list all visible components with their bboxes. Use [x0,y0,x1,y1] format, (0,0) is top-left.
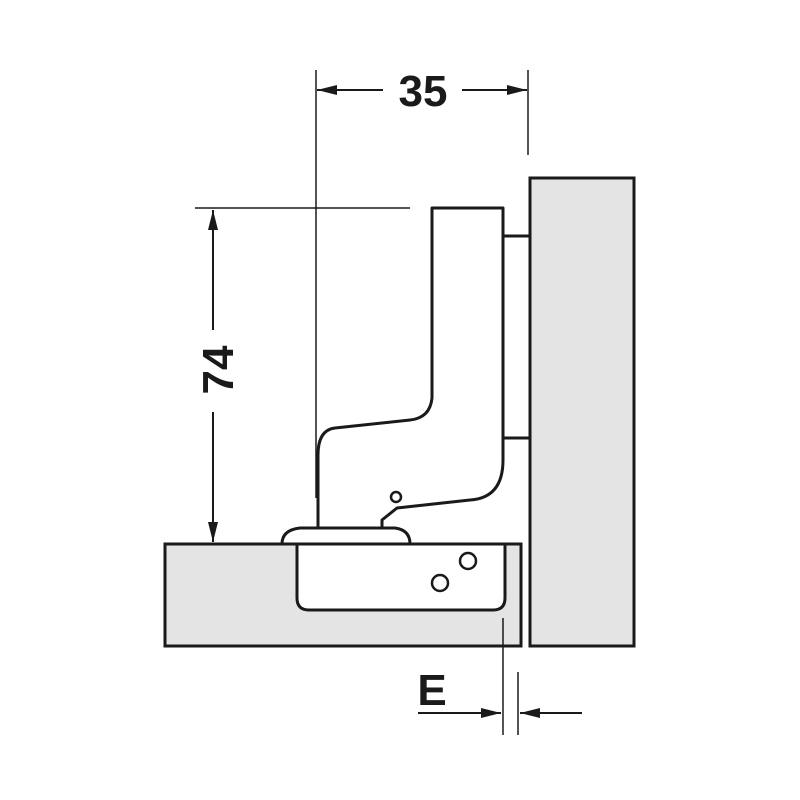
hinge-arm [316,206,505,530]
hinge-cup [295,542,507,612]
dimension-label-width: 35 [399,67,448,116]
screw-hole-icon [430,573,450,593]
mounting-plate [501,234,532,440]
pivot-hole-icon [389,490,403,504]
hinge-cup-flange [280,526,412,546]
side-panel [528,176,636,648]
dimension-label-height: 74 [194,345,243,394]
screw-hole-icon [458,551,478,571]
dimension-label-overlay: E [417,666,446,715]
